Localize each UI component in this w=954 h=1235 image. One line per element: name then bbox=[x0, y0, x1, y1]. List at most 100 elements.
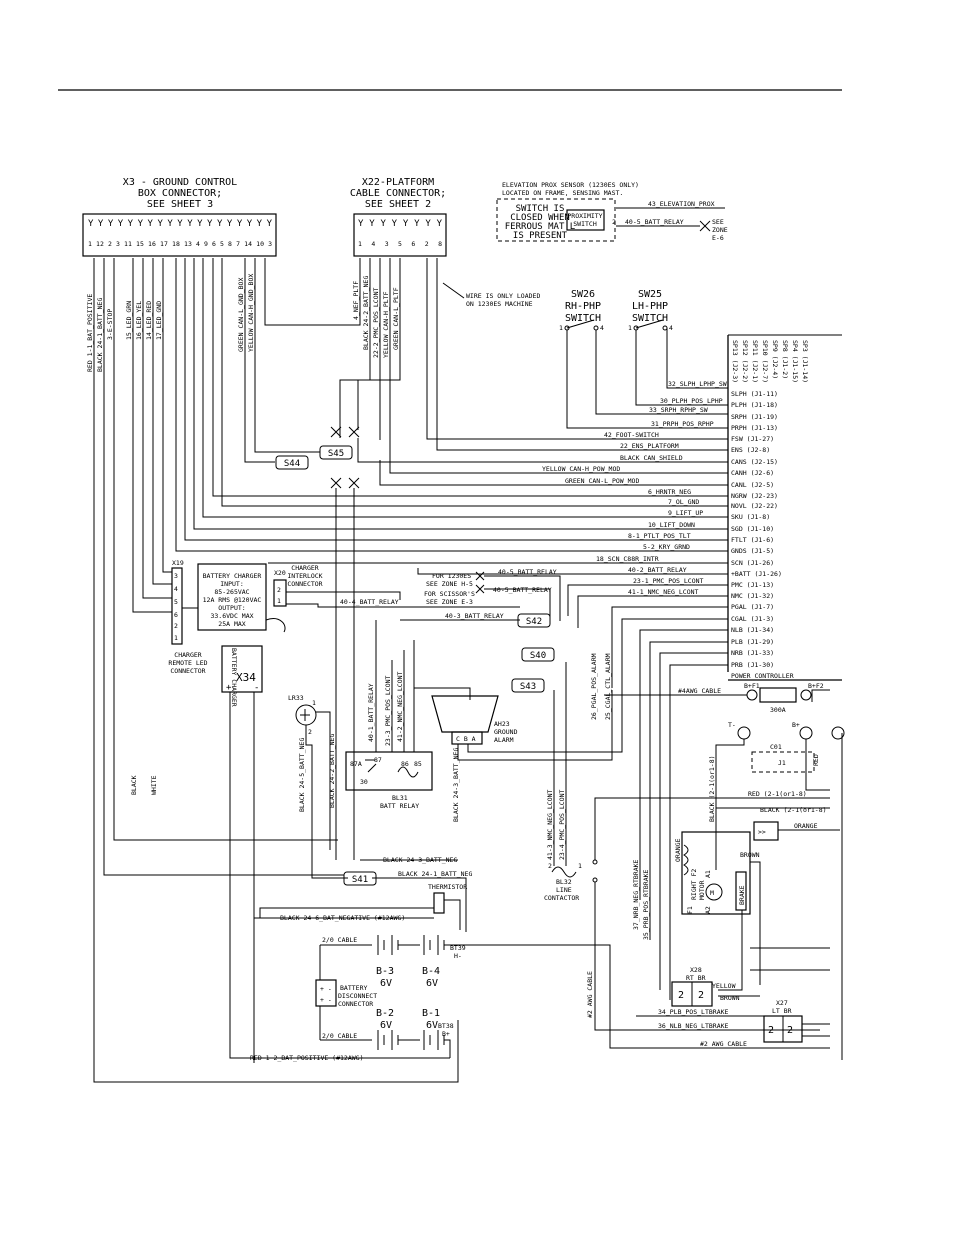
controller-pin-label: PLPH (J1-18) bbox=[731, 401, 778, 409]
svg-text:2: 2 bbox=[787, 1025, 793, 1036]
svg-text:14_LED_RED: 14_LED_RED bbox=[145, 301, 153, 340]
svg-text:POWER CONTROLLER: POWER CONTROLLER bbox=[731, 672, 794, 680]
controller-spare-label: SP9 (J2-4) bbox=[771, 340, 779, 379]
svg-text:2: 2 bbox=[174, 622, 178, 630]
svg-text:YELLOW CAN-H_POW_MOD: YELLOW CAN-H_POW_MOD bbox=[542, 465, 620, 473]
svg-text:23-4_PMC_POS_LCONT: 23-4_PMC_POS_LCONT bbox=[558, 789, 566, 860]
svg-text:+ -: + - bbox=[320, 996, 332, 1004]
svg-text:THERMISTOR: THERMISTOR bbox=[428, 883, 467, 891]
svg-text:33.6VDC MAX: 33.6VDC MAX bbox=[210, 612, 253, 620]
splice-s44: S44 bbox=[275, 455, 309, 470]
svg-text:#2 AWG CABLE: #2 AWG CABLE bbox=[700, 1040, 747, 1048]
svg-text:LINE: LINE bbox=[556, 886, 572, 894]
svg-text:6: 6 bbox=[174, 611, 178, 619]
prox-switch-1: PROXIMITY bbox=[567, 212, 602, 220]
x22-note-1: WIRE IS ONLY LOADED bbox=[466, 292, 540, 300]
svg-text:6V: 6V bbox=[380, 1020, 392, 1031]
svg-text:BT39: BT39 bbox=[450, 944, 466, 952]
svg-text:YELLOW: YELLOW bbox=[712, 982, 736, 990]
controller-spare-label: SP11 (J2-1) bbox=[751, 340, 759, 383]
svg-text:#2 AWG CABLE: #2 AWG CABLE bbox=[586, 971, 594, 1018]
svg-text:40-4_BATT_RELAY: 40-4_BATT_RELAY bbox=[340, 598, 399, 606]
controller-spare-label: SP3 (J1-14) bbox=[801, 340, 809, 383]
controller-pin-label: SLPH (J1-11) bbox=[731, 390, 778, 398]
battery-bank: 2/0 CABLE BT39 H- B-3 6V B-4 6V + - + - … bbox=[315, 935, 830, 1058]
svg-text:2/0 CABLE: 2/0 CABLE bbox=[322, 936, 357, 944]
sw25-switch-label: SWITCH bbox=[632, 313, 668, 324]
splice-label: S42 bbox=[526, 617, 542, 627]
svg-text:RED: RED bbox=[812, 754, 820, 766]
prox-text-1: SWITCH IS bbox=[516, 204, 565, 214]
svg-text:26_PGAL_POS_ALARM: 26_PGAL_POS_ALARM bbox=[590, 653, 598, 720]
svg-text:3-E-STOP: 3-E-STOP bbox=[106, 309, 114, 340]
svg-text:23-1_PMC_POS_LCONT: 23-1_PMC_POS_LCONT bbox=[633, 577, 704, 585]
svg-text:2: 2 bbox=[698, 990, 704, 1001]
svg-text:4: 4 bbox=[600, 324, 604, 332]
svg-text:#4AWG CABLE: #4AWG CABLE bbox=[678, 687, 721, 695]
svg-text:GREEN CAN-L_GND_BOX: GREEN CAN-L_GND_BOX bbox=[237, 278, 245, 352]
svg-text:MOTOR: MOTOR bbox=[698, 880, 706, 900]
controller-pin-label: SRPH (J1-19) bbox=[731, 413, 778, 421]
svg-text:9_LIFT_UP: 9_LIFT_UP bbox=[668, 509, 703, 517]
svg-text:37_NRB_NEG_RTBRAKE: 37_NRB_NEG_RTBRAKE bbox=[632, 859, 640, 930]
controller-pin-block: SP13 (J2-3)SP12 (J2-2)SP11 (J2-1)SP10 (J… bbox=[727, 334, 842, 672]
controller-spare-label: SP12 (J2-2) bbox=[741, 340, 749, 383]
svg-text:6V: 6V bbox=[426, 1020, 438, 1031]
svg-text:B-3: B-3 bbox=[376, 966, 394, 977]
right-motor: >> ORANGE M RIGHT F2 MOTOR A1 A2 F1 BRAK… bbox=[632, 821, 840, 1002]
svg-text:16_LED_YEL: 16_LED_YEL bbox=[135, 301, 143, 340]
controller-spare-label: SP4 (J1-15) bbox=[791, 340, 799, 383]
svg-text:30_PLPH_POS_LPHP: 30_PLPH_POS_LPHP bbox=[660, 397, 723, 405]
controller-pin-label: SKU (J1-8) bbox=[731, 513, 770, 521]
svg-text:15_LED_GRN: 15_LED_GRN bbox=[125, 301, 133, 340]
x22-teeth: YYYYYYYY bbox=[358, 219, 443, 229]
svg-text:BROWN: BROWN bbox=[740, 851, 760, 859]
svg-text:6_HRNTR_NEG: 6_HRNTR_NEG bbox=[648, 488, 691, 496]
svg-text:25_CGAL_CTL_ALARM: 25_CGAL_CTL_ALARM bbox=[604, 653, 612, 720]
svg-text:B-1: B-1 bbox=[422, 1008, 440, 1019]
svg-text:BLACK CAN_SHIELD: BLACK CAN_SHIELD bbox=[620, 454, 683, 462]
svg-text:8-1_PTLT_POS_TLT: 8-1_PTLT_POS_TLT bbox=[628, 532, 691, 540]
svg-text:H-: H- bbox=[454, 952, 462, 960]
svg-text:2: 2 bbox=[678, 990, 684, 1001]
splice-s43: S43 bbox=[511, 678, 545, 693]
prox-see-3: E-6 bbox=[712, 234, 724, 242]
svg-text:B+F2: B+F2 bbox=[808, 682, 824, 690]
bottom-wires: BLACK 24-3_BATT_NEG BLACK 24-1_BATT_NEG … bbox=[130, 734, 472, 1062]
splice-s41: S41 bbox=[343, 871, 377, 886]
x3-see-sheet: SEE SHEET 3 bbox=[147, 199, 213, 210]
controller-pin-label: NOVL (J2-22) bbox=[731, 502, 778, 510]
svg-text:-: - bbox=[254, 683, 259, 693]
svg-text:87: 87 bbox=[374, 756, 382, 764]
svg-text:1: 1 bbox=[559, 324, 563, 332]
svg-text:M: M bbox=[710, 889, 714, 897]
svg-text:18_SCN_C88R_INTR: 18_SCN_C88R_INTR bbox=[596, 555, 659, 563]
svg-text:LR33: LR33 bbox=[288, 694, 304, 702]
svg-text:F1: F1 bbox=[686, 906, 694, 914]
svg-text:2: 2 bbox=[308, 728, 312, 736]
controller-pin-label: CGAL (J1-3) bbox=[731, 615, 774, 623]
svg-text:33_SRPH_RPHP_SW: 33_SRPH_RPHP_SW bbox=[649, 406, 708, 414]
sw25-switch: SW25 LH-PHP SWITCH 1 4 bbox=[628, 289, 673, 332]
splice-s42: S42 bbox=[517, 613, 551, 628]
svg-text:C01: C01 bbox=[770, 743, 782, 751]
battery-charger: BATTERY CHARGER INPUT: 85-265VAC 12A RMS… bbox=[197, 563, 286, 633]
svg-text:B-2: B-2 bbox=[376, 1008, 394, 1019]
x22-subtitle: CABLE CONNECTOR; bbox=[350, 188, 446, 199]
svg-text:BLACK (2-1(or1-8): BLACK (2-1(or1-8) bbox=[708, 755, 716, 822]
svg-text:31_PRPH_POS_RPHP: 31_PRPH_POS_RPHP bbox=[651, 420, 714, 428]
svg-text:6V: 6V bbox=[426, 978, 438, 989]
svg-text:2: 2 bbox=[768, 1025, 774, 1036]
svg-text:BATTERY: BATTERY bbox=[340, 984, 367, 992]
svg-text:42_FOOT-SWITCH: 42_FOOT-SWITCH bbox=[604, 431, 659, 439]
led-lr33: LR33 1 2 bbox=[288, 694, 348, 879]
svg-text:BLACK 24-3_BATT_NEG: BLACK 24-3_BATT_NEG bbox=[383, 856, 457, 864]
prox-sensor: ELEVATION PROX SENSOR (1230ES ONLY) LOCA… bbox=[496, 181, 728, 242]
svg-text:40-3_BATT_RELAY: 40-3_BATT_RELAY bbox=[445, 612, 504, 620]
controller-pin-label: NMC (J1-32) bbox=[731, 592, 774, 600]
svg-text:10_LIFT_DOWN: 10_LIFT_DOWN bbox=[648, 521, 695, 529]
ground-alarm-ah23: C B A AH23 GROUND ALARM 26_PGAL_POS_ALAR… bbox=[431, 653, 623, 761]
svg-text:1: 1 bbox=[578, 862, 582, 870]
svg-text:BATTERY CHARGER: BATTERY CHARGER bbox=[230, 648, 238, 707]
svg-text:41-1_NMC_NEG_LCONT: 41-1_NMC_NEG_LCONT bbox=[628, 588, 699, 596]
